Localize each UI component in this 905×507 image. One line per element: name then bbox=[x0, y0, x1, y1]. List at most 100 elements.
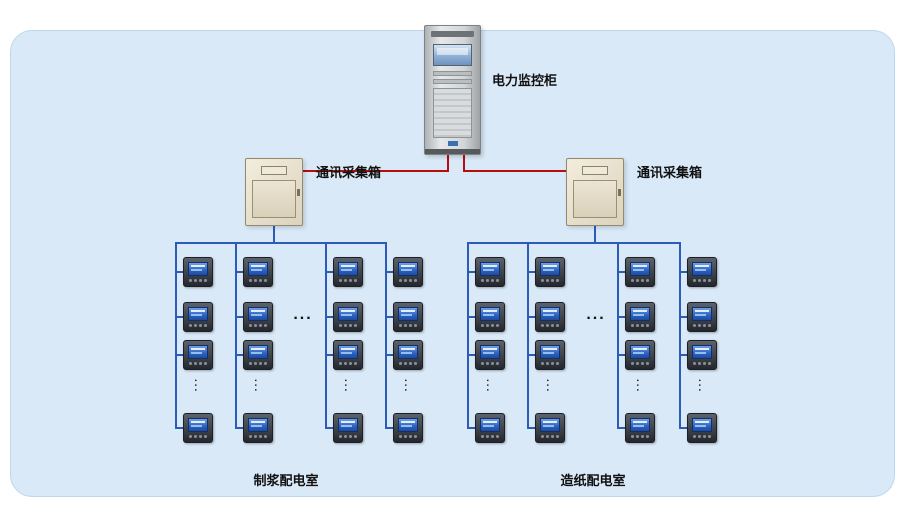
power-meter bbox=[183, 302, 213, 332]
power-meter bbox=[687, 302, 717, 332]
power-meter bbox=[475, 302, 505, 332]
collector-box-left bbox=[245, 158, 303, 226]
cabinet-link-line bbox=[463, 155, 465, 172]
meter-buttons bbox=[398, 323, 418, 328]
column-bus-line bbox=[467, 242, 469, 429]
column-ellipsis: ... bbox=[696, 379, 707, 394]
power-meter bbox=[535, 413, 565, 443]
cabinet-logo bbox=[447, 141, 458, 146]
meter-buttons bbox=[630, 278, 650, 283]
power-meter bbox=[333, 257, 363, 287]
meter-screen bbox=[188, 262, 208, 276]
meter-buttons bbox=[188, 361, 208, 366]
meter-screen bbox=[692, 345, 712, 359]
meter-buttons bbox=[480, 434, 500, 439]
meter-screen bbox=[248, 262, 268, 276]
room-label-left: 制浆配电室 bbox=[253, 473, 319, 488]
meter-screen bbox=[248, 307, 268, 321]
cabinet-vent bbox=[431, 31, 474, 37]
meter-stub-line bbox=[617, 316, 627, 318]
meter-screen bbox=[248, 418, 268, 432]
meter-screen bbox=[188, 418, 208, 432]
collector-left-label: 通讯采集箱 bbox=[316, 165, 382, 180]
cabinet-button-row bbox=[433, 71, 472, 76]
power-meter bbox=[243, 302, 273, 332]
meter-stub-line bbox=[325, 271, 335, 273]
collector-door bbox=[573, 180, 617, 218]
column-ellipsis: ... bbox=[342, 379, 353, 394]
meter-screen bbox=[398, 418, 418, 432]
column-ellipsis: ... bbox=[192, 379, 203, 394]
collector-lock bbox=[618, 189, 621, 196]
meter-stub-line bbox=[385, 427, 395, 429]
meter-stub-line bbox=[235, 354, 245, 356]
meter-buttons bbox=[540, 278, 560, 283]
power-meter bbox=[333, 302, 363, 332]
meter-screen bbox=[480, 345, 500, 359]
meter-screen bbox=[398, 307, 418, 321]
meter-stub-line bbox=[235, 271, 245, 273]
meter-buttons bbox=[398, 434, 418, 439]
power-meter bbox=[625, 413, 655, 443]
power-meter bbox=[333, 340, 363, 370]
meter-screen bbox=[630, 418, 650, 432]
power-meter bbox=[183, 257, 213, 287]
cabinet-link-line bbox=[447, 155, 449, 172]
power-meter bbox=[243, 340, 273, 370]
room-label-right: 造纸配电室 bbox=[560, 473, 626, 488]
power-meter bbox=[687, 340, 717, 370]
meter-buttons bbox=[188, 278, 208, 283]
collector-box-right bbox=[566, 158, 624, 226]
meter-buttons bbox=[630, 434, 650, 439]
power-meter bbox=[333, 413, 363, 443]
meter-stub-line bbox=[467, 271, 477, 273]
power-meter bbox=[393, 340, 423, 370]
meter-buttons bbox=[480, 361, 500, 366]
meter-stub-line bbox=[235, 427, 245, 429]
meter-screen bbox=[480, 307, 500, 321]
power-meter bbox=[625, 302, 655, 332]
meter-stub-line bbox=[679, 271, 689, 273]
meter-buttons bbox=[398, 361, 418, 366]
collector-drop-line bbox=[273, 226, 275, 242]
meter-stub-line bbox=[467, 354, 477, 356]
meter-screen bbox=[338, 307, 358, 321]
meter-buttons bbox=[540, 323, 560, 328]
column-bus-line bbox=[679, 242, 681, 429]
meter-buttons bbox=[540, 361, 560, 366]
meter-screen bbox=[338, 262, 358, 276]
meter-buttons bbox=[248, 434, 268, 439]
meter-stub-line bbox=[679, 316, 689, 318]
power-meter bbox=[393, 413, 423, 443]
power-meter bbox=[687, 257, 717, 287]
power-meter bbox=[475, 413, 505, 443]
power-meter bbox=[393, 302, 423, 332]
bus-header-line bbox=[467, 242, 681, 244]
meter-screen bbox=[692, 307, 712, 321]
meter-stub-line bbox=[617, 354, 627, 356]
meter-buttons bbox=[692, 323, 712, 328]
power-meter bbox=[535, 257, 565, 287]
meter-stub-line bbox=[175, 316, 185, 318]
column-ellipsis: ... bbox=[484, 379, 495, 394]
power-meter bbox=[183, 340, 213, 370]
meter-screen bbox=[630, 262, 650, 276]
meter-buttons bbox=[248, 278, 268, 283]
meter-stub-line bbox=[175, 271, 185, 273]
power-meter bbox=[625, 257, 655, 287]
collector-nameplate bbox=[582, 166, 608, 175]
meter-stub-line bbox=[527, 316, 537, 318]
power-meter bbox=[243, 257, 273, 287]
power-meter bbox=[183, 413, 213, 443]
meter-stub-line bbox=[175, 354, 185, 356]
meter-screen bbox=[188, 307, 208, 321]
power-meter bbox=[535, 340, 565, 370]
meter-screen bbox=[398, 345, 418, 359]
power-meter bbox=[535, 302, 565, 332]
collector-drop-line bbox=[594, 226, 596, 242]
meter-screen bbox=[540, 418, 560, 432]
column-bus-line bbox=[175, 242, 177, 429]
meter-stub-line bbox=[617, 427, 627, 429]
meter-buttons bbox=[188, 323, 208, 328]
meter-stub-line bbox=[325, 354, 335, 356]
